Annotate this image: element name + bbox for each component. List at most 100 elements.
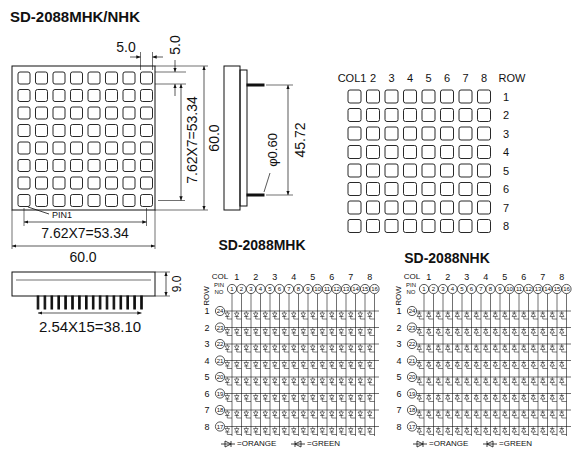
pin-label: COL — [404, 273, 420, 281]
pin-label: 16 — [563, 286, 570, 292]
pin-circle — [341, 284, 350, 293]
pin-label: 7 — [348, 273, 353, 282]
column-wire — [547, 294, 548, 437]
pin — [58, 296, 60, 309]
legend-diode — [221, 441, 235, 447]
pin-circle — [256, 284, 265, 293]
row-wire — [417, 377, 572, 378]
pin-label: 20 — [409, 374, 416, 380]
led-dot — [53, 142, 65, 154]
dimension-line — [181, 84, 182, 201]
column-wire — [336, 294, 337, 437]
pin — [106, 296, 108, 309]
led-dot — [71, 125, 83, 137]
led-dot — [385, 164, 398, 177]
pin-circle — [215, 389, 224, 398]
pin-label: 3 — [503, 128, 509, 139]
pin-circle — [467, 284, 476, 293]
led-dot — [18, 72, 30, 84]
pin-label: 12 — [525, 286, 532, 292]
led-dot — [441, 90, 454, 103]
led-dot — [367, 201, 380, 214]
led-dot — [71, 160, 83, 172]
led-dot — [18, 90, 30, 102]
led-dot — [88, 90, 100, 102]
led-dot — [53, 160, 65, 172]
pin-label: 5 — [502, 273, 507, 282]
pin-circle — [294, 284, 303, 293]
pin-label: 8 — [559, 273, 564, 282]
column-wire — [424, 294, 425, 437]
led-dot — [459, 201, 472, 214]
pin-label: 24 — [409, 308, 416, 314]
led-dot — [422, 164, 435, 177]
front-outline — [12, 66, 155, 210]
pin-circle — [215, 422, 224, 431]
pin-label: 4 — [291, 273, 296, 282]
led-dot — [106, 142, 118, 154]
column-wire — [355, 294, 356, 437]
legend-diode — [291, 441, 305, 447]
pin-circle — [562, 284, 571, 293]
led-dot — [88, 160, 100, 172]
led-dot — [478, 220, 491, 233]
led-dot — [18, 160, 30, 172]
led-dot — [441, 127, 454, 140]
pin-label: 12 — [333, 286, 340, 292]
dimension-line — [130, 57, 141, 58]
pin-label: 7 — [540, 273, 545, 282]
leader-line — [28, 207, 49, 214]
pin — [37, 296, 39, 309]
matrix-schematic — [215, 284, 379, 447]
led-dot — [123, 90, 135, 102]
pin-label: 3 — [249, 286, 252, 292]
pin — [141, 296, 143, 309]
led-dot — [478, 164, 491, 177]
pin-label: 1 — [503, 91, 509, 102]
pin-label: 8 — [367, 273, 372, 282]
matrix-schematic — [407, 284, 571, 447]
pin-label: 1 — [234, 273, 239, 282]
led-dot — [459, 164, 472, 177]
dimension-label: 45.72 — [293, 122, 307, 157]
row-wire — [417, 311, 572, 312]
column-wire — [566, 294, 567, 437]
pin-circle — [524, 284, 533, 293]
extension-line — [155, 72, 186, 73]
column-wire — [471, 294, 472, 437]
model-heading: SD-2088NHK — [404, 251, 490, 265]
pin-circle — [457, 284, 466, 293]
pin-label: 22 — [409, 341, 416, 347]
pin-label: 5 — [268, 286, 271, 292]
led-dot — [404, 201, 417, 214]
pin-circle — [215, 339, 224, 348]
column-wire — [557, 294, 558, 437]
pin-circle — [215, 372, 224, 381]
pin-circle — [215, 323, 224, 332]
led-dot — [348, 183, 361, 196]
pin — [44, 296, 46, 309]
led-dot — [141, 160, 153, 172]
led-dot — [141, 125, 153, 137]
led-dot — [441, 109, 454, 122]
pin-circle — [407, 405, 416, 414]
legend-text: =GREEN — [499, 440, 532, 448]
led-dot — [459, 220, 472, 233]
dimension-label: 2.54X15=38.10 — [39, 319, 141, 334]
led-dot — [106, 160, 118, 172]
legend-text: =GREEN — [307, 440, 340, 448]
pin-circle — [407, 372, 416, 381]
led-dot — [88, 72, 100, 84]
led-dot — [88, 177, 100, 189]
pin-circle — [407, 356, 416, 365]
led-dot — [88, 195, 100, 207]
led-dot — [404, 164, 417, 177]
pin-label: 21 — [409, 358, 416, 364]
pin-circle — [552, 284, 561, 293]
pin-label: 4 — [259, 286, 262, 292]
column-wire — [298, 294, 299, 437]
pin-label: 1 — [422, 286, 425, 292]
extension-line — [146, 208, 147, 226]
pin-label: 4 — [396, 356, 401, 365]
